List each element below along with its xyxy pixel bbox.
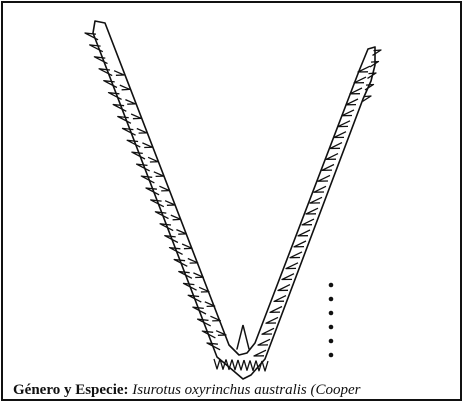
tooth <box>165 236 178 243</box>
dot <box>329 311 334 316</box>
tooth <box>365 85 374 90</box>
tooth <box>113 105 126 112</box>
dot <box>329 283 334 288</box>
tooth <box>137 164 150 171</box>
tooth <box>294 241 306 247</box>
right-teeth <box>254 50 381 356</box>
tooth <box>114 71 124 76</box>
dot <box>329 353 334 358</box>
tooth <box>141 176 154 183</box>
tooth <box>118 117 131 124</box>
tooth <box>322 165 334 171</box>
tooth <box>278 285 290 291</box>
tooth <box>90 45 103 52</box>
tooth <box>262 328 274 334</box>
tooth <box>170 248 183 255</box>
dot <box>329 297 334 302</box>
tooth <box>270 307 282 313</box>
caption: Género y Especie: Isurotus oxyrinchus au… <box>13 381 361 399</box>
figure-frame: Género y Especie: Isurotus oxyrinchus au… <box>1 1 462 401</box>
species-name: Isurotus oxyrinchus australis (Cooper <box>132 382 360 398</box>
dot <box>329 325 334 330</box>
tooth <box>104 81 117 88</box>
tooth <box>274 296 286 302</box>
caption-label: Género y Especie: <box>13 382 129 398</box>
tooth <box>306 208 318 214</box>
tooth <box>160 224 173 231</box>
tooth <box>310 197 322 203</box>
tooth <box>232 360 238 370</box>
tooth <box>254 350 266 356</box>
tooth <box>282 274 294 280</box>
jaw-drawing <box>3 3 462 401</box>
tooth <box>146 188 159 195</box>
tooth <box>179 272 192 279</box>
tooth <box>127 140 140 147</box>
tooth <box>85 33 98 40</box>
tooth <box>151 200 164 207</box>
tooth <box>262 361 268 371</box>
tooth <box>266 317 278 323</box>
dot <box>329 339 334 344</box>
tooth <box>123 128 136 135</box>
tooth <box>314 186 326 192</box>
tooth <box>238 360 244 370</box>
tooth <box>298 230 310 236</box>
tooth <box>99 69 112 76</box>
tooth <box>250 360 256 370</box>
tooth <box>120 85 130 90</box>
symphysis-notch <box>237 325 249 349</box>
dot-column <box>329 283 334 358</box>
tooth <box>286 263 298 269</box>
left-teeth <box>85 33 226 350</box>
tooth <box>290 252 302 258</box>
tooth <box>132 152 145 159</box>
tooth <box>125 100 135 105</box>
tooth <box>244 360 250 370</box>
tooth <box>373 50 382 55</box>
tooth <box>94 57 107 64</box>
tooth <box>184 283 197 290</box>
tooth <box>220 359 226 369</box>
tooth <box>174 260 187 267</box>
tooth <box>258 339 270 345</box>
tooth <box>318 175 330 181</box>
tooth <box>214 359 220 369</box>
jaw-outline <box>93 21 375 379</box>
tooth <box>302 219 314 225</box>
tooth <box>155 212 168 219</box>
tooth <box>109 93 122 100</box>
